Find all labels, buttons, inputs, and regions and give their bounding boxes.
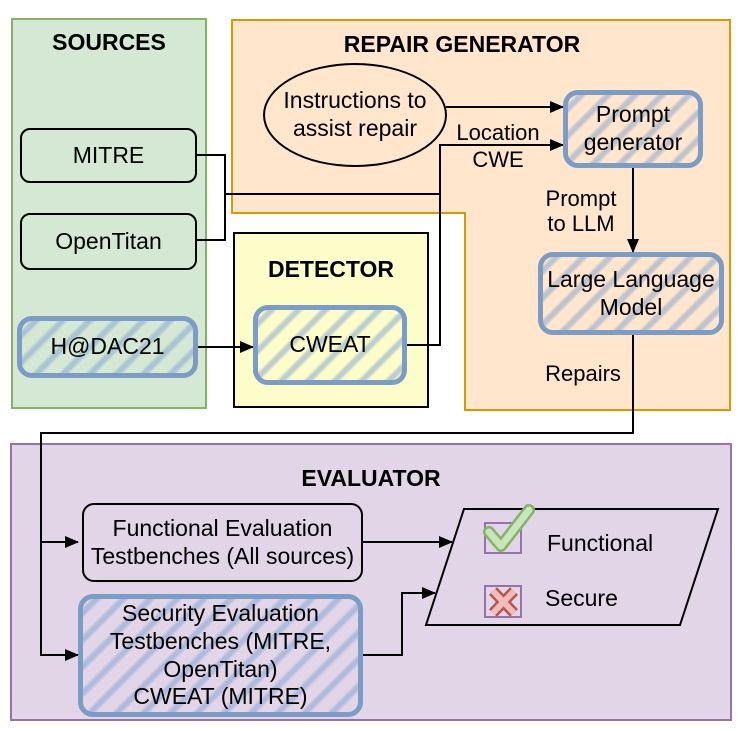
- result-label-secure: Secure: [545, 585, 618, 611]
- node-prompt-generator: Prompt generator: [563, 90, 703, 168]
- edge-label-prompt-to-llm: Prompt to LLM: [545, 186, 617, 237]
- edge-label-location: Location: [456, 120, 540, 145]
- node-hdac21: H@DAC21: [17, 316, 198, 378]
- result-label-functional: Functional: [547, 530, 654, 556]
- node-cweat: CWEAT: [253, 305, 407, 385]
- node-instructions-ellipse: Instructions to assist repair: [263, 63, 447, 167]
- detector-title: DETECTOR: [267, 256, 395, 282]
- node-security-testbenches: Security Evaluation Testbenches (MITRE, …: [78, 594, 363, 717]
- sources-title: SOURCES: [52, 29, 166, 55]
- edge-label-cwe: CWE: [472, 147, 524, 172]
- node-opentitan: OpenTitan: [20, 213, 197, 270]
- cross-icon: [489, 587, 518, 617]
- evaluator-title: EVALUATOR: [301, 465, 441, 491]
- node-mitre: MITRE: [20, 128, 197, 183]
- check-icon: [483, 504, 535, 552]
- node-large-language-model: Large Language Model: [538, 252, 724, 335]
- edge-label-repairs: Repairs: [545, 361, 621, 386]
- node-functional-testbenches: Functional Evaluation Testbenches (All s…: [82, 503, 363, 582]
- repair-generator-title: REPAIR GENERATOR: [343, 31, 581, 57]
